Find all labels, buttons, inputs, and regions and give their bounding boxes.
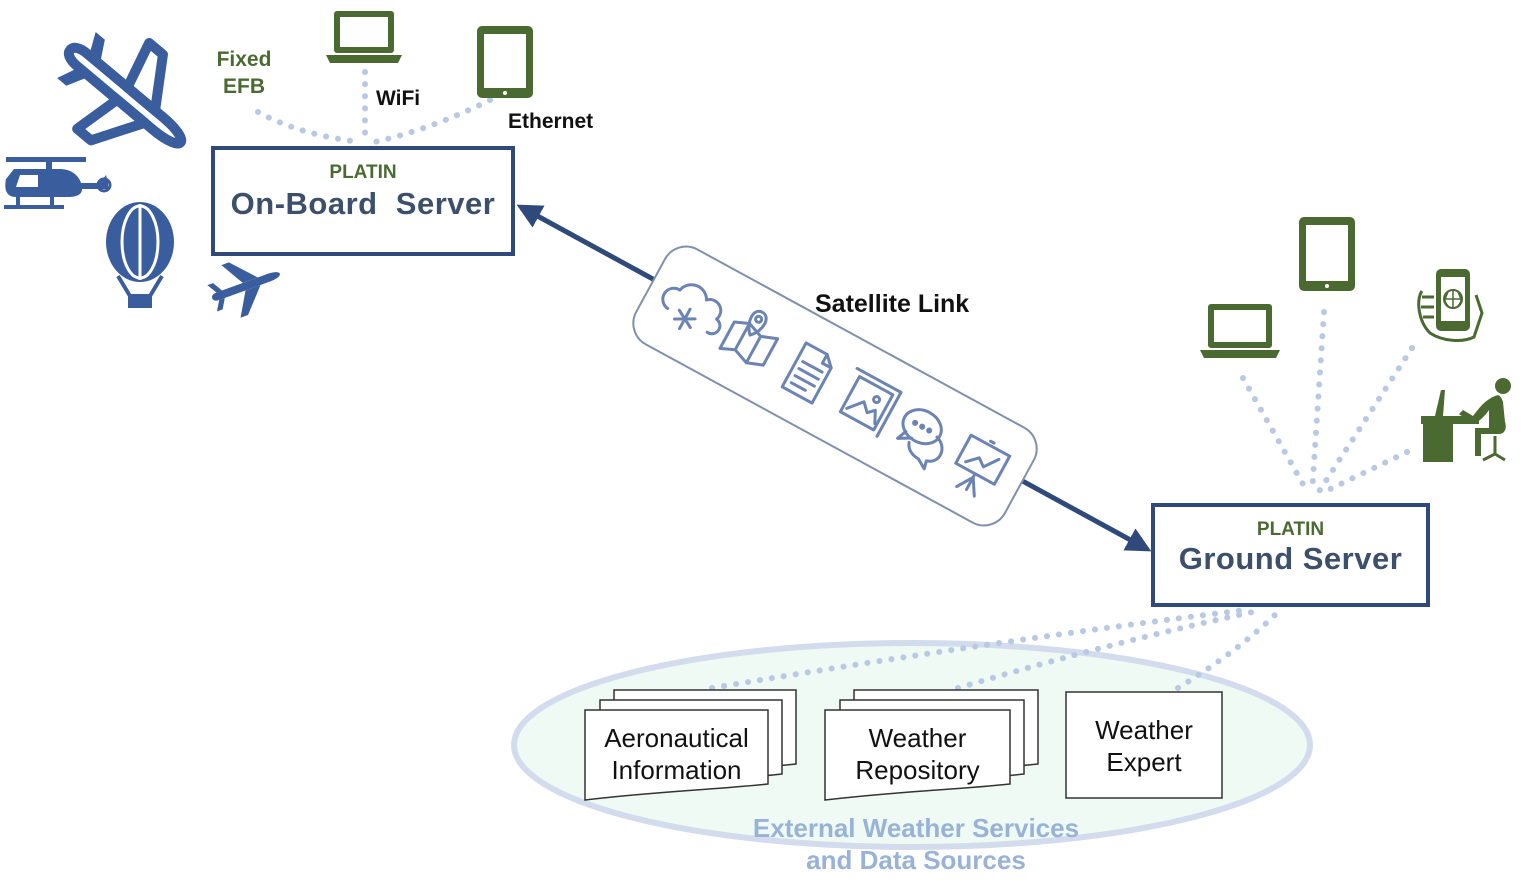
wifi-label: WiFi bbox=[376, 87, 421, 110]
smartphone-hand-icon bbox=[1417, 269, 1484, 342]
airplane-icon bbox=[57, 32, 187, 149]
hot-air-balloon-icon bbox=[106, 202, 174, 308]
weather-repo-doc-stack bbox=[824, 689, 1039, 801]
onboard-dotted-connectors bbox=[255, 69, 493, 146]
aeronautical-doc-stack bbox=[584, 689, 797, 801]
weather-expert-desk-icon bbox=[1421, 378, 1511, 462]
laptop-icon bbox=[326, 11, 402, 63]
source-dotted-connectors bbox=[709, 607, 1283, 691]
presentation-chart-icon bbox=[954, 433, 1012, 498]
onboard-server-box[interactable]: PLATIN On-Board Server bbox=[211, 146, 515, 256]
chat-bubbles-icon bbox=[896, 408, 944, 471]
aircraft-group bbox=[4, 32, 280, 318]
onboard-devices bbox=[326, 11, 533, 98]
onboard-server-title: On-Board Server bbox=[230, 186, 496, 221]
helicopter-icon bbox=[4, 157, 112, 209]
ground-laptop-icon bbox=[1200, 304, 1280, 358]
images-icon bbox=[838, 366, 903, 438]
ground-devices bbox=[1200, 217, 1511, 462]
small-airplane-icon bbox=[207, 262, 280, 318]
map-pin-icon bbox=[718, 309, 780, 367]
ground-dotted-connectors bbox=[1240, 309, 1415, 496]
fixed-efb-label: Fixed EFB bbox=[216, 48, 272, 98]
ground-platin-tag: PLATIN bbox=[1256, 519, 1325, 540]
weather-expert-box bbox=[1065, 691, 1223, 799]
satellite-link-label: Satellite Link bbox=[815, 290, 970, 318]
tablet-icon bbox=[477, 26, 533, 98]
ground-server-title: Ground Server bbox=[1178, 541, 1403, 576]
weather-expert-label: Weather Expert bbox=[1095, 715, 1193, 777]
weather-repository-label: Weather Repository bbox=[855, 723, 980, 785]
ground-server-box[interactable]: PLATIN Ground Server bbox=[1151, 503, 1430, 607]
weather-cloud-icon bbox=[661, 283, 723, 336]
document-icon bbox=[780, 341, 833, 405]
aeronautical-information-label: Aeronautical Information bbox=[604, 723, 749, 785]
external-weather-services-label: External Weather Services and Data Sourc… bbox=[752, 813, 1080, 875]
onboard-platin-tag: PLATIN bbox=[329, 162, 397, 183]
ground-tablet-icon bbox=[1299, 217, 1355, 291]
satellite-link-capsule bbox=[632, 245, 1038, 527]
ethernet-label: Ethernet bbox=[508, 110, 594, 133]
